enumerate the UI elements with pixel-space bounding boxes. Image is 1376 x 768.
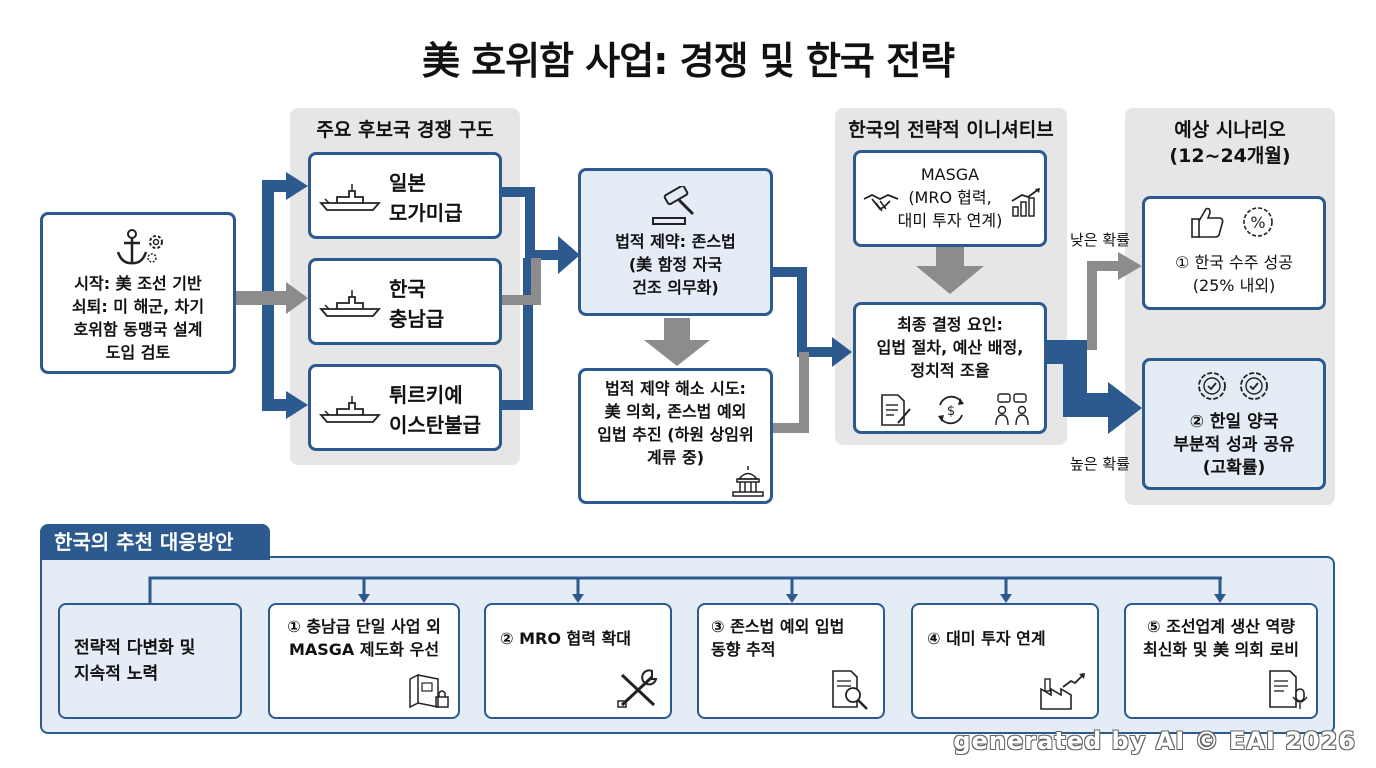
- recommendation-root-text: 전략적 다변화 및 지속적 노력: [74, 638, 196, 684]
- initiative-heading: 한국의 전략적 이니셔티브: [848, 119, 1054, 141]
- high-probability-label: 높은 확률: [1070, 455, 1130, 473]
- recommendation-label: ⑤ 조선업계 생산 역량 최신화 및 美 의회 로비: [1142, 617, 1300, 659]
- svg-text:%: %: [1250, 213, 1265, 232]
- candidate-label: 튀르키예 이스탄불급: [389, 383, 481, 437]
- recommendation-item-3: ③ 존스법 예외 입법 동향 추적: [697, 603, 885, 719]
- legal-constraint-box: 법적 제약: 존스법 (美 함정 자국 건조 의무화): [578, 168, 773, 316]
- recommendation-item-5: ⑤ 조선업계 생산 역량 최신화 및 美 의회 로비: [1124, 603, 1318, 719]
- svg-text:$: $: [947, 404, 955, 419]
- capitol-icon: [732, 466, 764, 497]
- scenario-low: % ① 한국 수주 성공 (25% 내외): [1142, 196, 1326, 310]
- start-text: 시작: 美 조선 기반 쇠퇴: 미 해군, 차기 호위함 동맹국 설계 도입 검…: [71, 274, 205, 362]
- growth-chart-icon: [1011, 188, 1040, 217]
- recommendation-item-2: ② MRO 협력 확대: [484, 603, 672, 719]
- candidates-heading: 주요 후보국 경쟁 구도: [316, 119, 494, 141]
- masga-box: MASGA (MRO 협력, 대미 투자 연계): [853, 150, 1047, 247]
- candidate-korea: 한국 충남급: [308, 258, 502, 345]
- handshake-icon: [863, 193, 899, 212]
- wrench-screwdriver-icon: [617, 669, 658, 708]
- low-probability-label: 낮은 확률: [1070, 231, 1130, 249]
- anchor-gear-icon: [116, 229, 163, 265]
- candidate-label: 한국 충남급: [389, 277, 445, 331]
- start-box: 시작: 美 조선 기반 쇠퇴: 미 해군, 차기 호위함 동맹국 설계 도입 검…: [40, 212, 236, 374]
- recommendation-label: ① 충남급 단일 사업 외 MASGA 제도화 우선: [287, 617, 441, 659]
- percent-badge-icon: %: [1243, 207, 1273, 237]
- recommendation-label: ③ 존스법 예외 입법 동향 추적: [711, 617, 845, 659]
- warship-icon: [319, 184, 381, 211]
- recommendation-label: ④ 대미 투자 연계: [927, 629, 1046, 648]
- candidate-turkiye: 튀르키예 이스탄불급: [308, 364, 502, 451]
- document-pen-icon: [881, 394, 911, 426]
- legal-constraint-text: 법적 제약: 존스법 (美 함정 자국 건조 의무화): [615, 231, 736, 297]
- factory-growth-icon: [1040, 673, 1085, 710]
- warship-icon: [319, 396, 381, 423]
- document-search-icon: [832, 670, 868, 710]
- check-gear-icon: [1198, 372, 1226, 400]
- page-title: 美 호위함 사업: 경쟁 및 한국 전략: [421, 39, 955, 83]
- recommendations-heading: 한국의 추천 대응방안: [40, 524, 270, 560]
- recommendation-item-1: ① 충남급 단일 사업 외 MASGA 제도화 우선: [268, 603, 460, 719]
- candidate-japan: 일본 모가미급: [308, 152, 502, 239]
- recommendation-label: ② MRO 협력 확대: [500, 629, 631, 648]
- final-factors-box: 최종 결정 요인: 입법 절차, 예산 배정, 정치적 조율 $: [853, 302, 1047, 434]
- scenario-high: ② 한일 양국 부분적 성과 공유 (고확률): [1142, 358, 1326, 490]
- check-gear-icon: [1240, 372, 1268, 400]
- watermark: generated by AI © EAI 2026: [953, 727, 1356, 755]
- candidate-label: 일본 모가미급: [389, 171, 463, 225]
- recommendation-root: 전략적 다변화 및 지속적 노력: [58, 603, 242, 719]
- legal-resolution-text: 법적 제약 해소 시도: 美 의회, 존스법 예외 입법 추진 (하원 상임위 …: [597, 379, 754, 467]
- people-discussion-icon: [995, 393, 1029, 426]
- gavel-icon: [651, 185, 694, 225]
- final-factors-text: 최종 결정 요인: 입법 절차, 예산 배정, 정치적 조율: [876, 315, 1024, 380]
- document-mic-icon: [1269, 670, 1308, 709]
- warship-icon: [319, 290, 381, 317]
- legal-resolution-box: 법적 제약 해소 시도: 美 의회, 존스법 예외 입법 추진 (하원 상임위 …: [578, 368, 773, 504]
- dollar-cycle-icon: $: [938, 395, 964, 425]
- scenario-high-text: ② 한일 양국 부분적 성과 공유 (고확률): [1173, 412, 1295, 478]
- blueprint-lock-icon: [409, 673, 449, 709]
- scenario-low-text: ① 한국 수주 성공 (25% 내외): [1175, 253, 1293, 295]
- scenarios-heading: 예상 시나리오 (12~24개월): [1169, 119, 1291, 167]
- masga-text: MASGA (MRO 협력, 대미 투자 연계): [897, 165, 1003, 230]
- recommendation-item-4: ④ 대미 투자 연계: [911, 603, 1099, 719]
- thumbs-up-icon: [1191, 207, 1224, 238]
